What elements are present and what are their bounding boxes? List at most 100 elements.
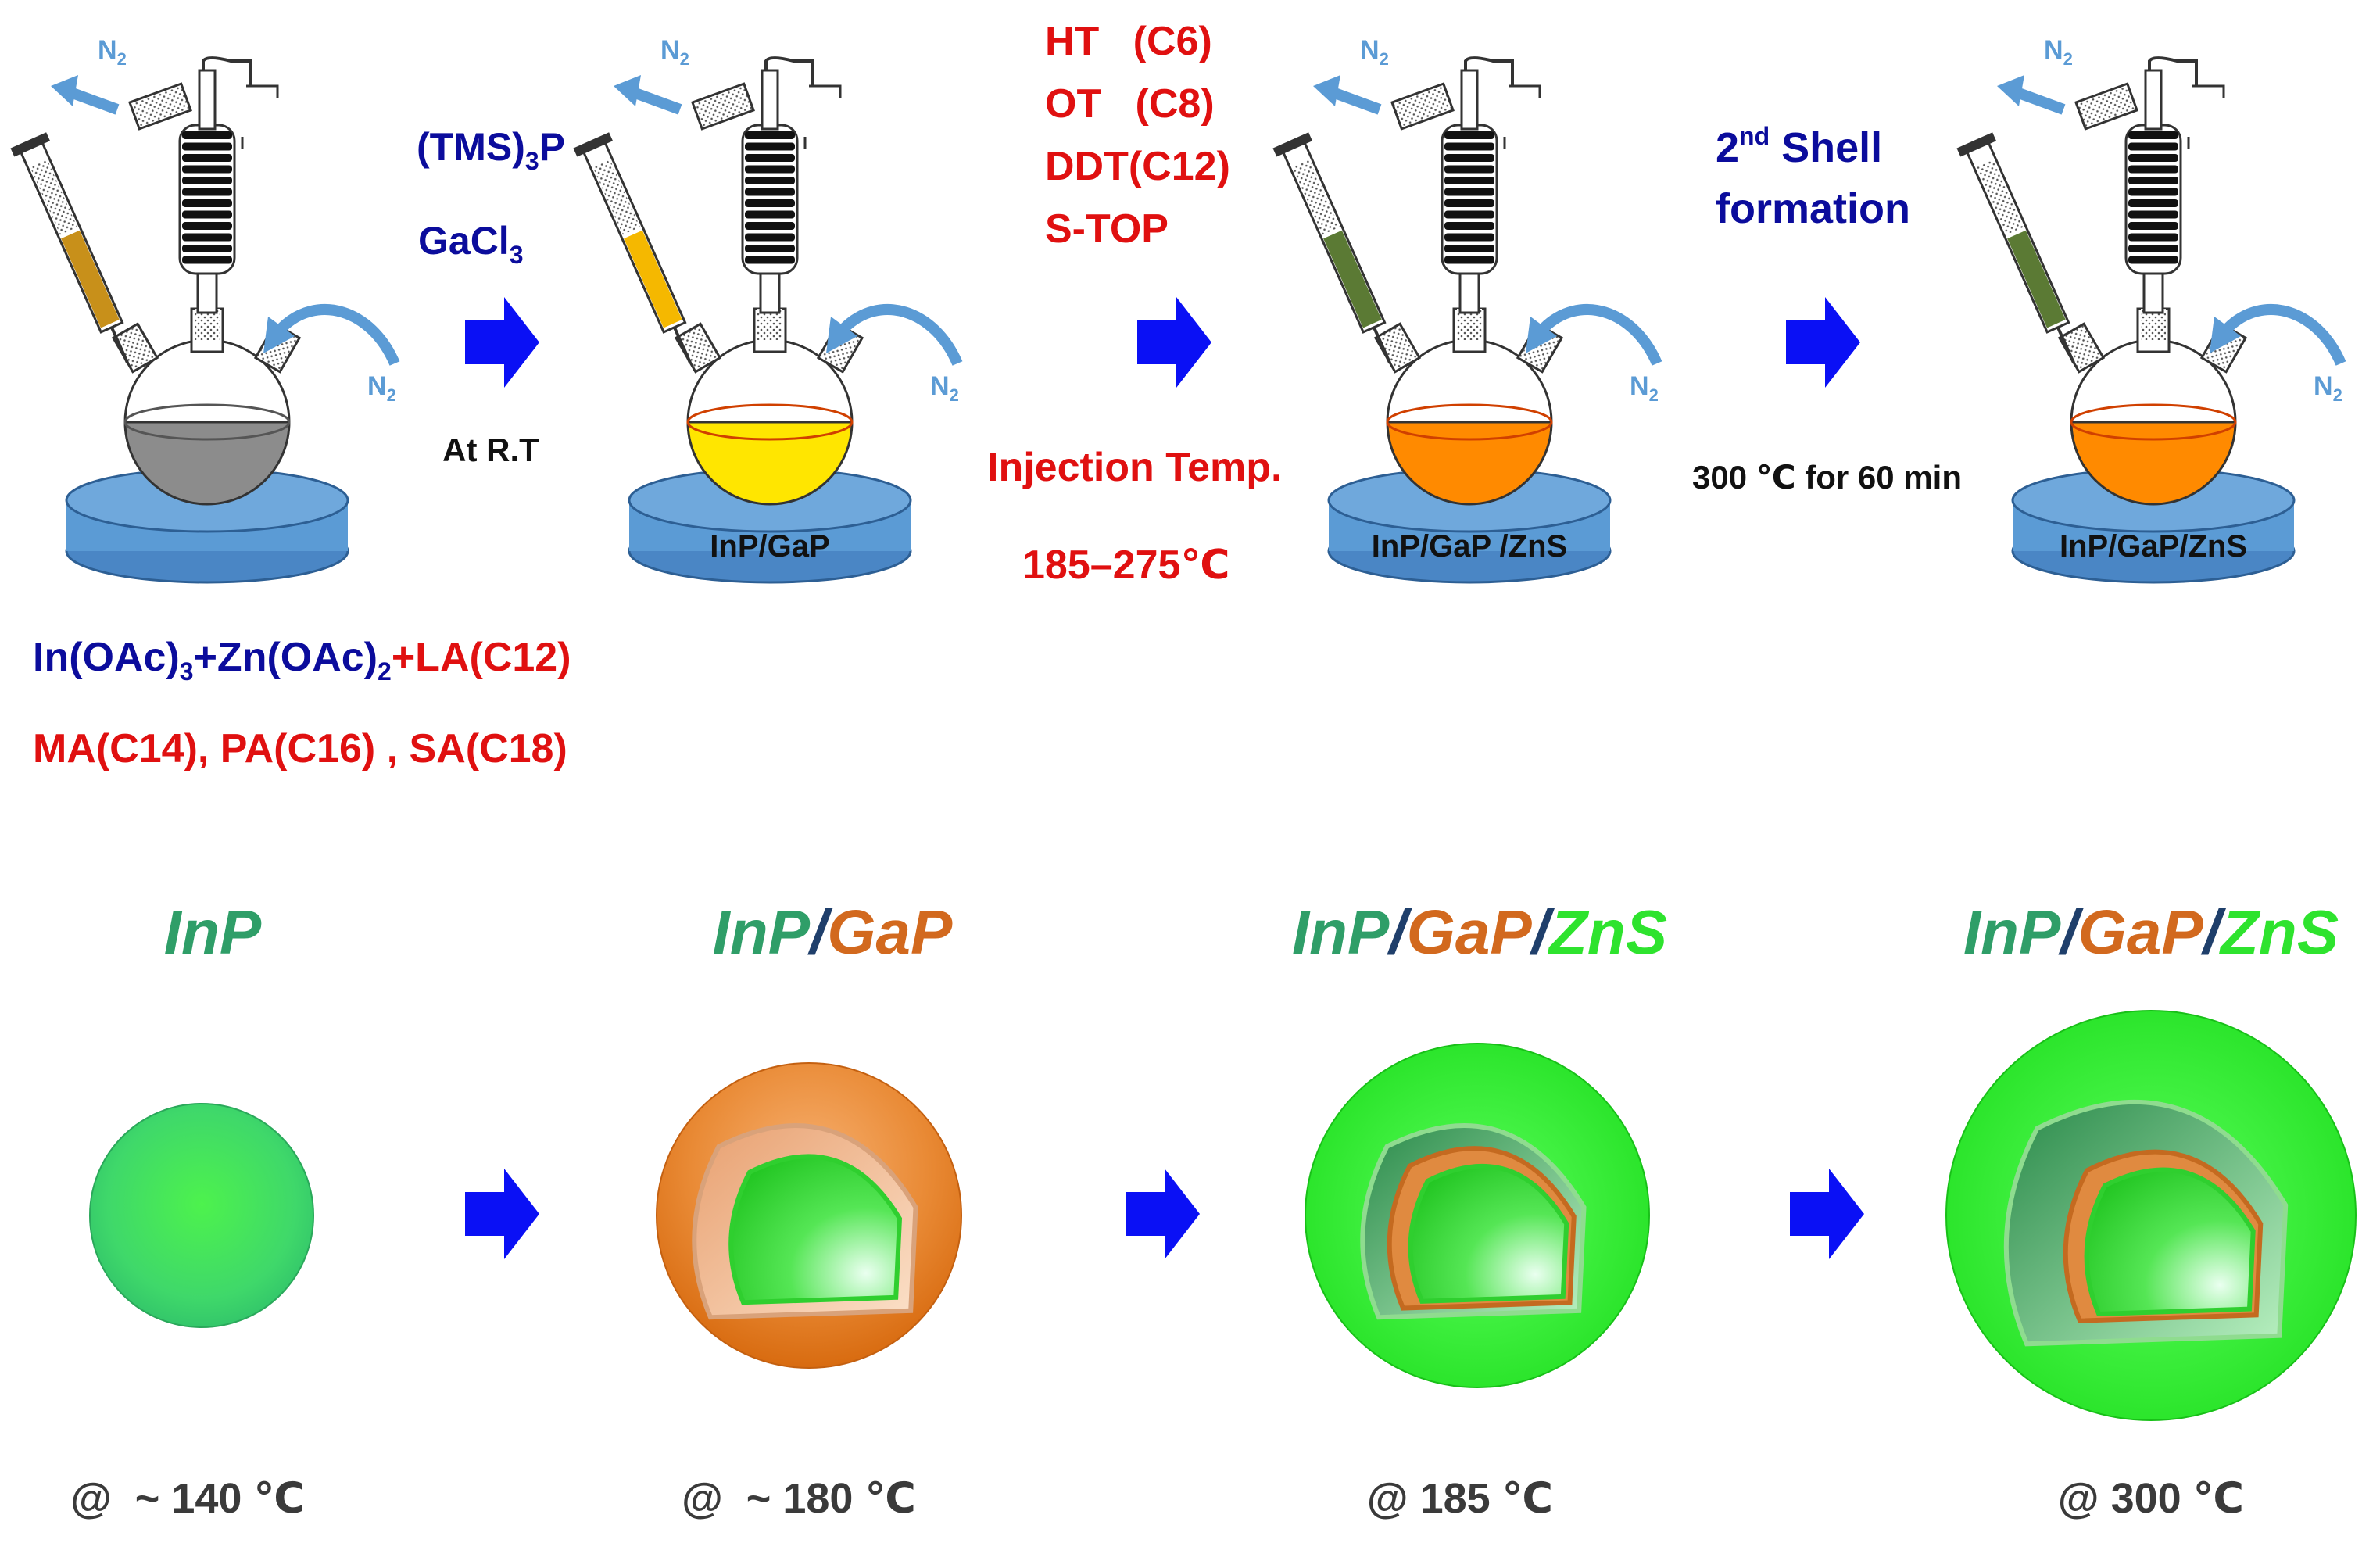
syringe-icon	[10, 132, 130, 364]
condenser-top-icon	[761, 69, 779, 131]
particle-title-1: InP	[164, 897, 262, 967]
particle-temp-1: @ ~ 140 ℃	[70, 1475, 305, 1522]
flask-meniscus-icon	[2070, 403, 2237, 441]
condenser-top-icon	[198, 69, 217, 131]
n2-in-arrowhead-icon	[263, 317, 295, 353]
step3-title-1: 2nd Shell	[1716, 122, 1882, 171]
flask-meniscus-icon	[123, 403, 291, 441]
n2-out-arrowhead-icon	[1313, 75, 1340, 106]
n2-out-label: N2	[98, 35, 127, 69]
syringe-cap-icon	[1272, 132, 1313, 157]
n2-in-arrowhead-icon	[826, 317, 857, 353]
n2-out-label: N2	[1360, 35, 1389, 69]
condenser-top-icon	[2144, 69, 2163, 131]
flask-meniscus-icon	[686, 403, 854, 441]
n2-out-arrow-icon	[1330, 87, 1382, 115]
ligand-label-1: HT (C6)	[1045, 19, 1212, 64]
ligand-label-4: S-TOP	[1045, 206, 1169, 252]
n2-in-arrow-icon	[1540, 304, 1662, 366]
inp-core-cutaway	[2084, 1167, 2256, 1317]
outlet-adapter-icon	[128, 82, 192, 131]
water-port-icon	[241, 84, 279, 149]
reaction-flask-1	[10, 56, 400, 584]
n2-in-label: N2	[1630, 371, 1659, 405]
inp-gap-zns-particle-2	[1945, 1010, 2357, 1421]
syringe-plunger-icon	[1292, 159, 1340, 235]
flask-stage-label: InP/GaP/ZnS	[2060, 529, 2247, 564]
syringe-plunger-icon	[30, 159, 77, 235]
center-joint-icon	[1457, 309, 1482, 340]
syringe-cap-icon	[1956, 132, 1997, 157]
particle-row	[89, 1010, 2357, 1421]
particle-temp-2: @ ~ 180 ℃	[682, 1475, 916, 1522]
n2-out-arrow-icon	[68, 87, 120, 115]
flask-liquid-icon	[1386, 421, 1553, 506]
step1-reagent-1: (TMS)3P	[417, 125, 565, 175]
water-port-icon	[2187, 84, 2225, 149]
step1-condition: At R.T	[442, 431, 539, 468]
precursor-line-1: In(OAc)3+Zn(OAc)2+LA(C12)	[33, 635, 571, 686]
syringe-plunger-icon	[592, 159, 640, 235]
syringe-fluid-icon	[1323, 230, 1382, 328]
syringe-icon	[1272, 132, 1392, 364]
n2-out-arrow-icon	[2014, 87, 2066, 115]
syringe-fluid-icon	[61, 230, 120, 328]
particle-title-3: InP/GaP/ZnS	[1292, 897, 1667, 967]
condenser-coil-icon	[182, 131, 232, 264]
inp-gap-particle	[656, 1062, 962, 1369]
inp-core-cutaway	[1408, 1164, 1569, 1304]
growth-arrow-1	[465, 1169, 539, 1259]
syringe-needle-icon	[110, 326, 130, 364]
flask-row	[10, 56, 2346, 584]
injection-temp-title: Injection Temp.	[987, 445, 1283, 490]
flask-liquid-icon	[2070, 421, 2237, 506]
syringe-cap-icon	[10, 132, 51, 157]
n2-out-arrow-icon	[631, 87, 682, 115]
center-joint-icon	[2141, 309, 2166, 340]
flask-meniscus-icon	[1386, 403, 1553, 441]
reaction-flask-2	[573, 56, 963, 584]
syringe-icon	[1956, 132, 2076, 364]
condenser-coil-icon	[745, 131, 795, 264]
gas-line-icon	[1464, 56, 1514, 86]
syringe-fluid-icon	[624, 230, 682, 328]
syringe-needle-icon	[1373, 326, 1392, 364]
process-arrow-2	[1137, 297, 1211, 388]
flask-liquid-icon	[686, 421, 854, 506]
syringe-icon	[573, 132, 693, 364]
n2-out-arrowhead-icon	[51, 75, 78, 106]
step3-condition: 300 ℃ for 60 min	[1692, 459, 1962, 496]
center-joint-icon	[195, 309, 220, 340]
n2-in-arrow-icon	[840, 304, 963, 366]
n2-in-label: N2	[367, 371, 396, 405]
syringe-needle-icon	[673, 326, 693, 364]
growth-arrow-2	[1126, 1169, 1200, 1259]
flask-stage-label: InP/GaP	[710, 529, 829, 564]
syringe-needle-icon	[2056, 326, 2076, 364]
inp-gap-zns-particle-1	[1305, 1043, 1650, 1388]
reaction-flask-3	[1272, 56, 1662, 584]
step3-title-2: formation	[1716, 185, 1910, 232]
reaction-flask-4	[1956, 56, 2346, 584]
gas-line-icon	[764, 56, 814, 86]
flask-liquid-icon	[123, 421, 291, 506]
n2-out-label: N2	[2044, 35, 2073, 69]
syringe-plunger-icon	[1976, 159, 2024, 235]
particle-title-2: InP/GaP	[713, 897, 953, 967]
n2-in-arrowhead-icon	[2210, 317, 2241, 353]
gas-line-icon	[202, 56, 252, 86]
n2-out-arrowhead-icon	[1997, 75, 2024, 106]
n2-out-arrowhead-icon	[614, 75, 641, 106]
particle-title-4: InP/GaP/ZnS	[1963, 897, 2339, 967]
n2-in-label: N2	[930, 371, 959, 405]
n2-in-label: N2	[2314, 371, 2342, 405]
n2-in-arrow-icon	[2224, 304, 2346, 366]
n2-in-arrow-icon	[277, 304, 400, 366]
outlet-adapter-icon	[2074, 82, 2138, 131]
flask-stage-label: InP/GaP /ZnS	[1372, 529, 1567, 564]
condenser-coil-icon	[1444, 131, 1494, 264]
particle-temp-3: @ 185 ℃	[1367, 1475, 1553, 1522]
condenser-top-icon	[1460, 69, 1479, 131]
